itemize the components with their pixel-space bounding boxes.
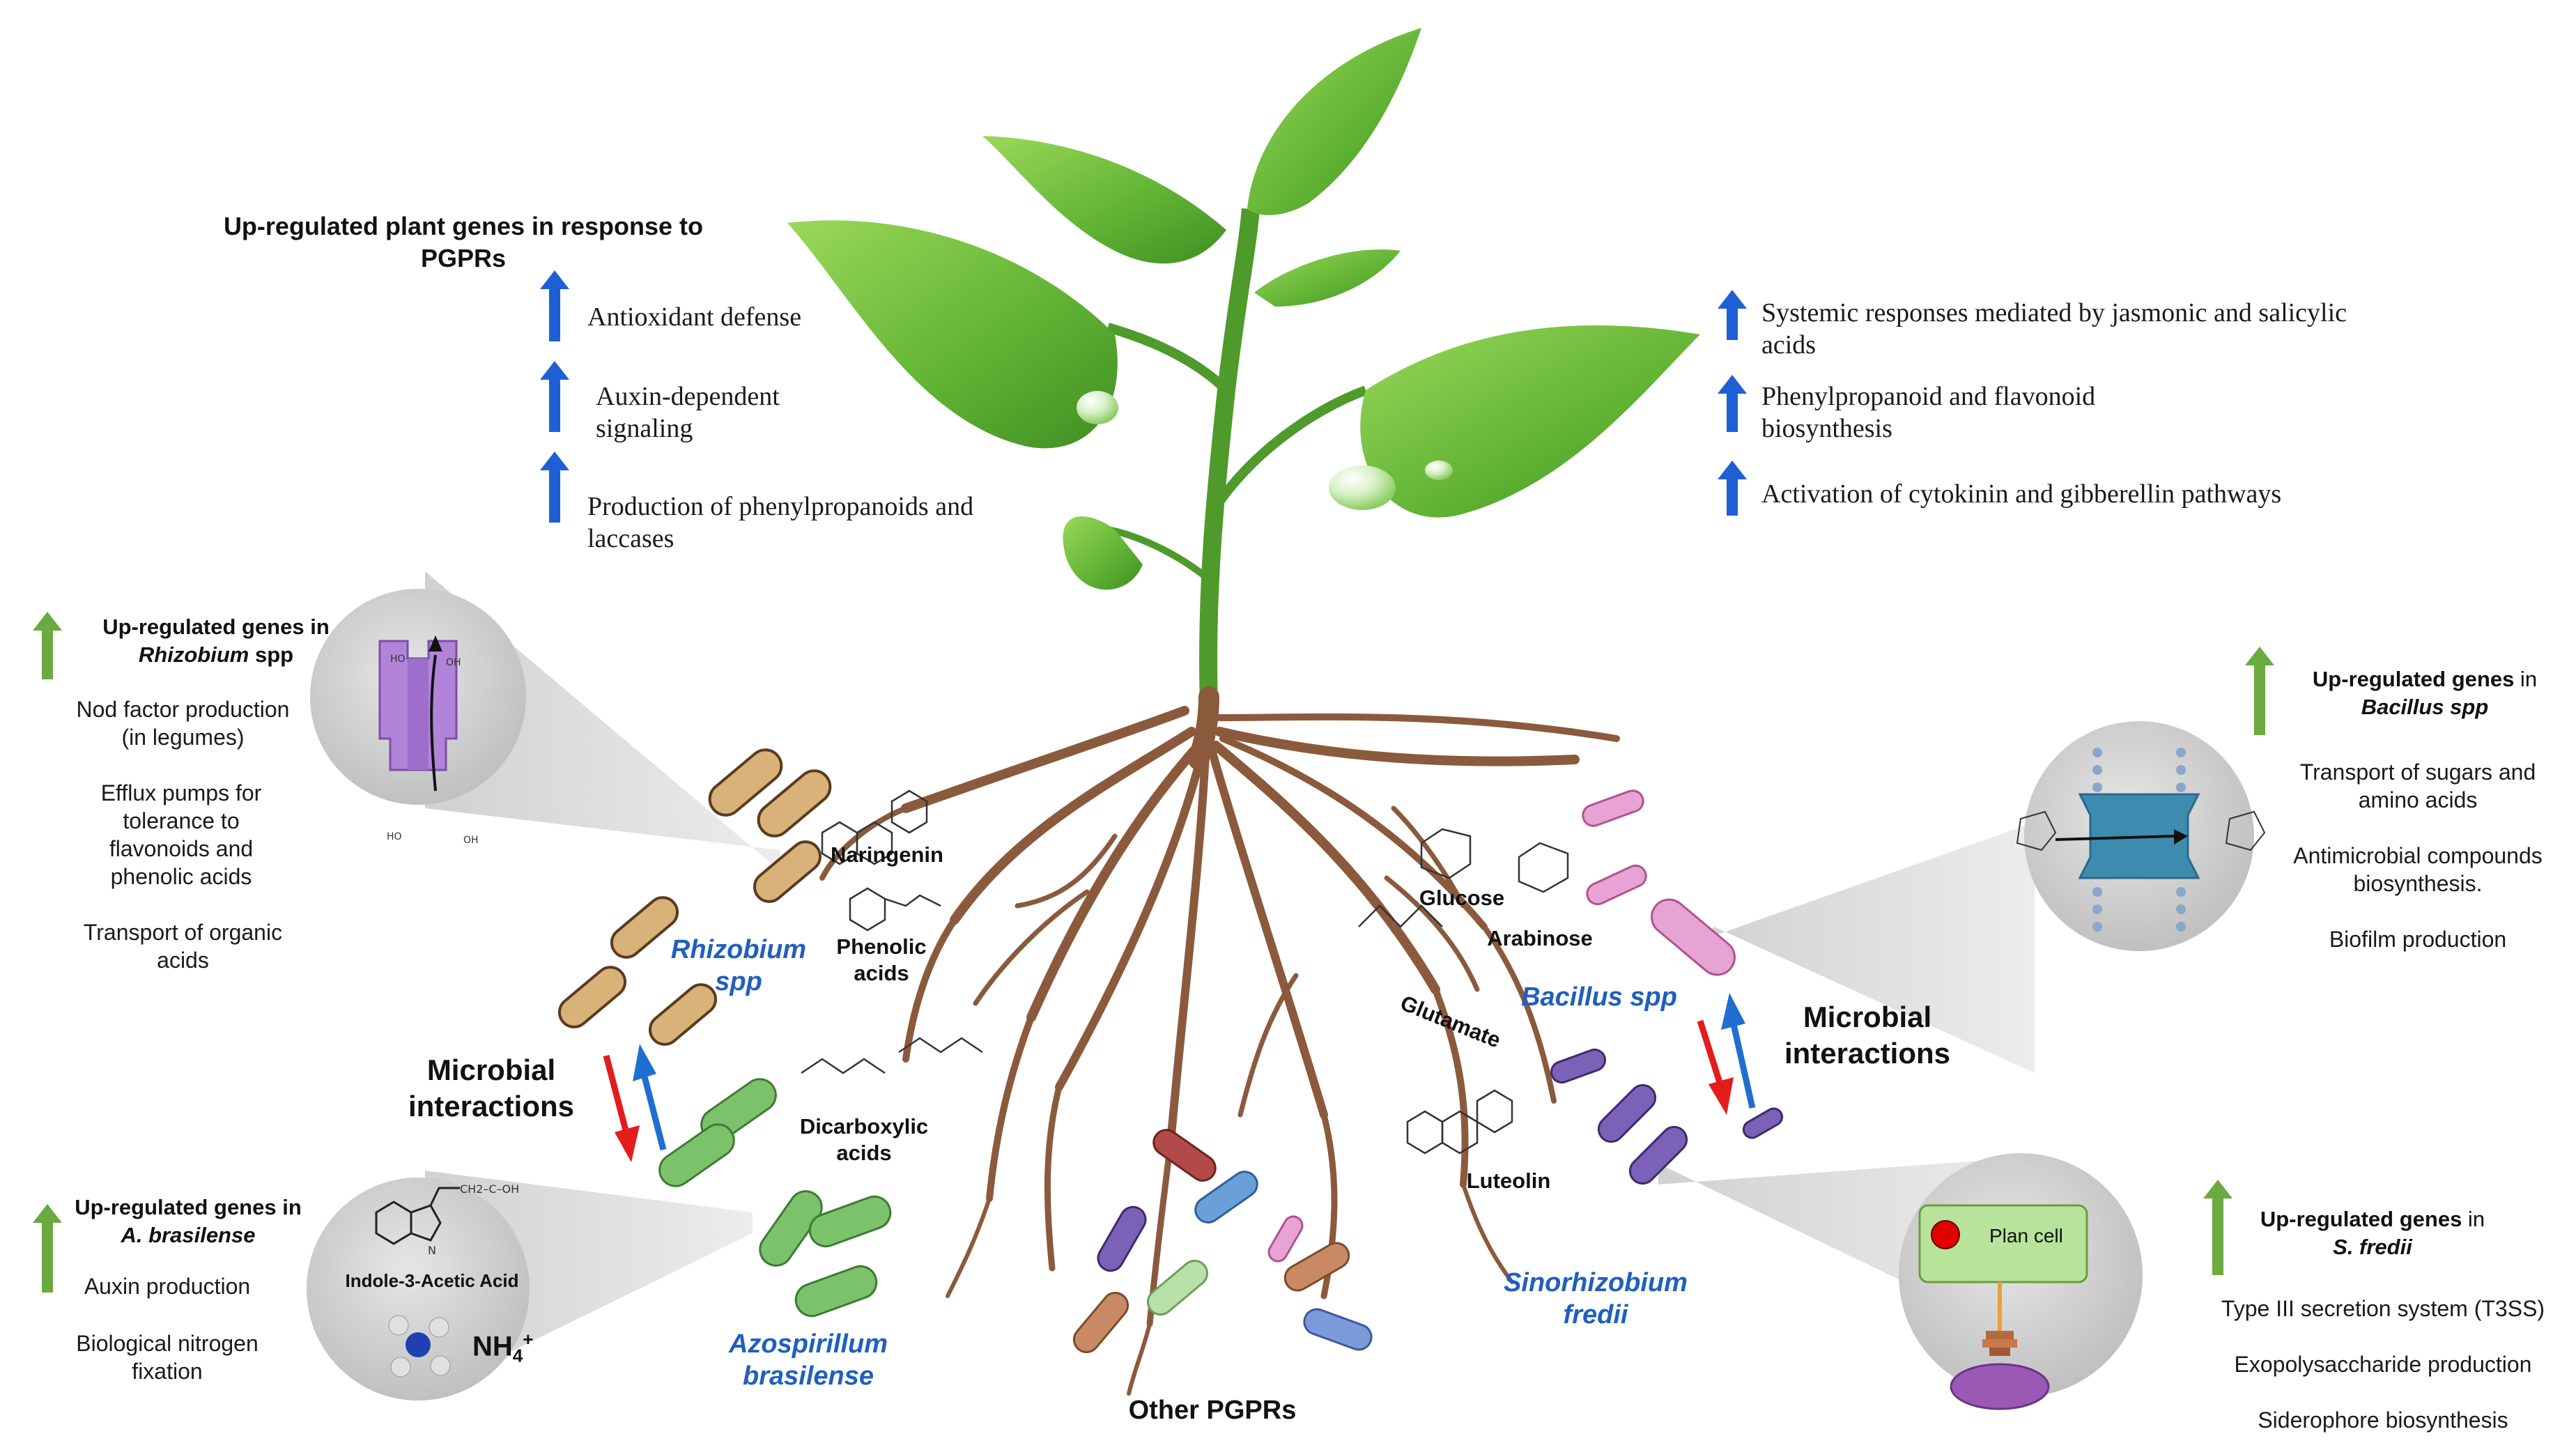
svg-text:CH2–C–OH: CH2–C–OH	[460, 1182, 519, 1196]
rhizobium-item-2: Efflux pumps for tolerance to flavonoids…	[100, 780, 262, 889]
azospirillum-heading-species: A. brasilense	[121, 1223, 256, 1247]
plant-gene-right-2: Phenylpropanoid and flavonoid biosynthes…	[1761, 382, 2096, 443]
bacillus-heading-suffix: in	[2514, 667, 2538, 691]
rhizobium-panel-heading: Up-regulated genes in Rhizobium spp	[70, 613, 362, 669]
luteolin-label: Luteolin	[1466, 1169, 1551, 1193]
azospirillum-zoom-callout: CH2–C–OH N	[307, 1171, 753, 1401]
plant-gene-right-3: Activation of cytokinin and gibberellin …	[1761, 479, 2282, 509]
svg-text:HO: HO	[387, 831, 402, 842]
rhizobium-species-label: Rhizobium spp	[670, 935, 807, 996]
bacillus-bacteria	[1267, 789, 1736, 1263]
rhizobium-zoom-callout: HO OH HO OH	[310, 571, 780, 871]
rhizobium-heading-suffix: spp	[249, 642, 294, 667]
azospirillum-bacteria	[658, 1078, 892, 1318]
nh4-sub: 4	[512, 1345, 523, 1366]
plant-genes-title: Up-regulated plant genes in response to …	[223, 212, 704, 272]
plant-roots	[819, 686, 1620, 1396]
rhizobium-bacteria	[557, 748, 832, 1046]
bacillus-zoom-callout	[1700, 721, 2266, 1073]
microbial-interactions-left: Microbial interactions	[408, 1054, 575, 1123]
plant-gene-left-1: Antioxidant defense	[587, 302, 802, 332]
dicarboxylic-label: Dicarboxylic acids	[799, 1114, 929, 1165]
svg-text:OH: OH	[446, 657, 461, 668]
bacillus-species-label: Bacillus spp	[1521, 982, 1677, 1012]
sfredii-item-2: Exopolysaccharide production	[2234, 1352, 2532, 1377]
azospirillum-panel-heading: Up-regulated genes in A. brasilense	[59, 1194, 317, 1249]
bacillus-heading-species: Bacillus spp	[2361, 695, 2489, 719]
other-pgprs-label: Other PGPRs	[1128, 1396, 1297, 1425]
panel-green-up-arrows	[33, 612, 2274, 1293]
rhizobium-item-1: Nod factor production (in legumes)	[76, 697, 290, 750]
bacillus-heading-prefix: Up-regulated genes	[2312, 667, 2515, 691]
plant-gene-up-arrows	[540, 270, 1747, 523]
microbial-interactions-right: Microbial interactions	[1784, 1001, 1951, 1070]
sfredii-item-3: Siderophore biosynthesis	[2258, 1407, 2508, 1433]
bacillus-item-3: Biofilm production	[2329, 927, 2507, 952]
sfredii-item-1: Type III secretion system (T3SS)	[2221, 1296, 2545, 1321]
plant-shoot	[787, 28, 1700, 704]
iaa-label: Indole-3-Acetic Acid	[345, 1270, 519, 1291]
rhizobium-heading-prefix: Up-regulated genes in	[102, 615, 330, 639]
svg-text:HO: HO	[390, 654, 406, 665]
naringenin-label: Naringenin	[831, 842, 943, 867]
sfredii-zoom-callout	[1658, 1153, 2143, 1410]
arabinose-label: Arabinose	[1487, 926, 1593, 950]
rhizobium-heading-species: Rhizobium	[138, 642, 249, 667]
bacillus-item-2: Antimicrobial compounds biosynthesis.	[2293, 843, 2543, 896]
microbial-interaction-arrows	[603, 993, 1756, 1162]
glucose-label: Glucose	[1419, 886, 1505, 910]
bacillus-panel-heading: Up-regulated genes in Bacillus spp	[2278, 665, 2571, 721]
azospirillum-item-1: Auxin production	[84, 1274, 251, 1299]
bacillus-item-1: Transport of sugars and amino acids	[2299, 759, 2536, 812]
plant-gene-right-1: Systemic responses mediated by jasmonic …	[1761, 298, 2347, 360]
svg-text:N: N	[428, 1244, 436, 1257]
plant-gene-left-2: Auxin-dependent signaling	[596, 382, 780, 443]
rhizobium-item-3: Transport of organic acids	[83, 920, 283, 973]
phenolic-label: Phenolic acids	[836, 934, 927, 985]
nh4-sup: +	[523, 1329, 534, 1350]
sfredii-panel-heading: Up-regulated genes in S. fredii	[2237, 1205, 2508, 1261]
plant-gene-left-3: Production of phenylpropanoids and lacca…	[587, 492, 974, 553]
svg-text:OH: OH	[463, 835, 479, 846]
sfredii-heading-species: S. fredii	[2333, 1235, 2412, 1259]
sinorhizobium-species-label: Sinorhizobium fredii	[1504, 1268, 1688, 1329]
nh4-base: NH	[472, 1331, 513, 1362]
sfredii-heading-prefix: Up-regulated genes	[2260, 1207, 2462, 1231]
sfredii-heading-suffix: in	[2462, 1207, 2485, 1231]
other-pgprs-bacteria	[1072, 1129, 1373, 1354]
nh4-label: NH4+	[472, 1324, 533, 1371]
sinorhizobium-bacteria	[1550, 1048, 1784, 1185]
molecule-structures	[801, 789, 1569, 1155]
azospirillum-species-label: Azospirillum brasilense	[728, 1329, 888, 1391]
plan-cell-label: Plan cell	[1989, 1225, 2063, 1247]
azospirillum-heading-prefix: Up-regulated genes in	[75, 1195, 302, 1219]
azospirillum-item-2: Biological nitrogen fixation	[76, 1331, 259, 1384]
